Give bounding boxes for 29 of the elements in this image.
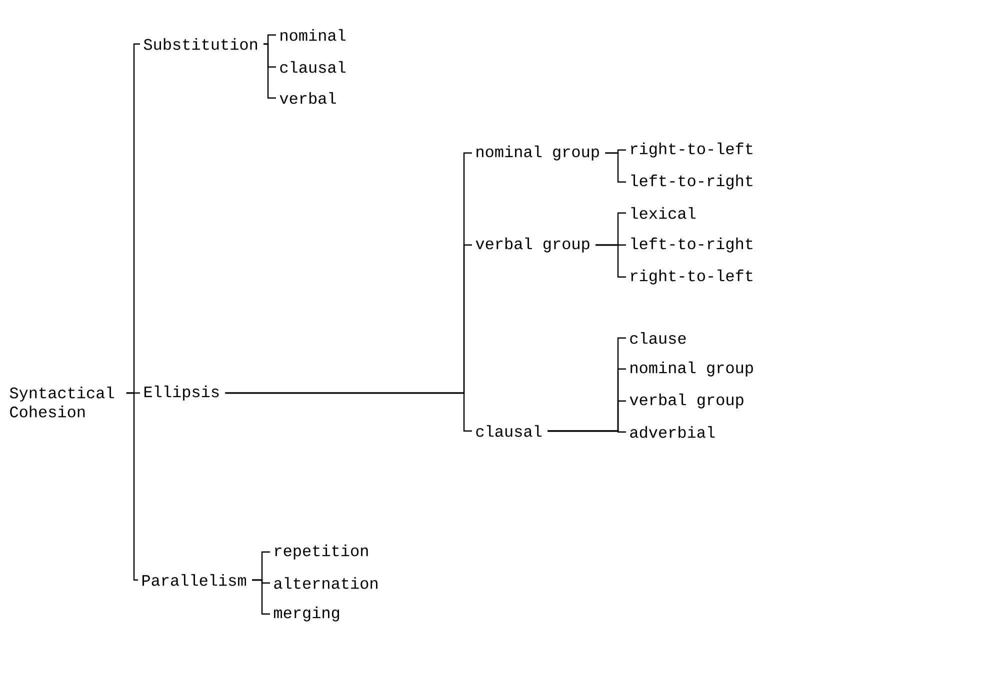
category-label: left-to-right <box>631 174 752 190</box>
category-label: clausal <box>280 61 346 73</box>
bracket-line <box>225 392 472 432</box>
bracket-line <box>548 430 626 433</box>
bracket-line <box>596 244 626 278</box>
category-label: nominal group <box>476 146 599 160</box>
category-label: nominal group <box>630 362 753 376</box>
bracket-line <box>126 392 138 581</box>
category-label: Parallelism <box>142 574 246 586</box>
category-label: clause <box>630 332 686 344</box>
category-label: clausal <box>476 425 542 437</box>
category-label: left-to-right <box>631 238 752 252</box>
category-label: adverbial <box>630 426 715 438</box>
bracket-line <box>252 579 270 615</box>
category-label: lexical <box>631 207 696 219</box>
category-label: repetition <box>275 544 368 560</box>
category-label: merging <box>274 606 340 622</box>
bracket-line <box>605 152 626 183</box>
category-label: verbal group <box>630 394 744 408</box>
category-label: Substitution <box>144 38 257 50</box>
category-label: alternation <box>274 577 378 589</box>
category-label: Ellipsis <box>144 386 219 400</box>
category-label: right-to-left <box>631 270 752 284</box>
category-label: nominal <box>280 29 346 41</box>
category-label: right-to-left <box>631 142 752 158</box>
bracket-line <box>264 43 276 99</box>
category-label: verbal <box>280 92 336 104</box>
category-label: verbal group <box>476 238 590 252</box>
category-label: Syntactical Cohesion <box>10 386 114 418</box>
